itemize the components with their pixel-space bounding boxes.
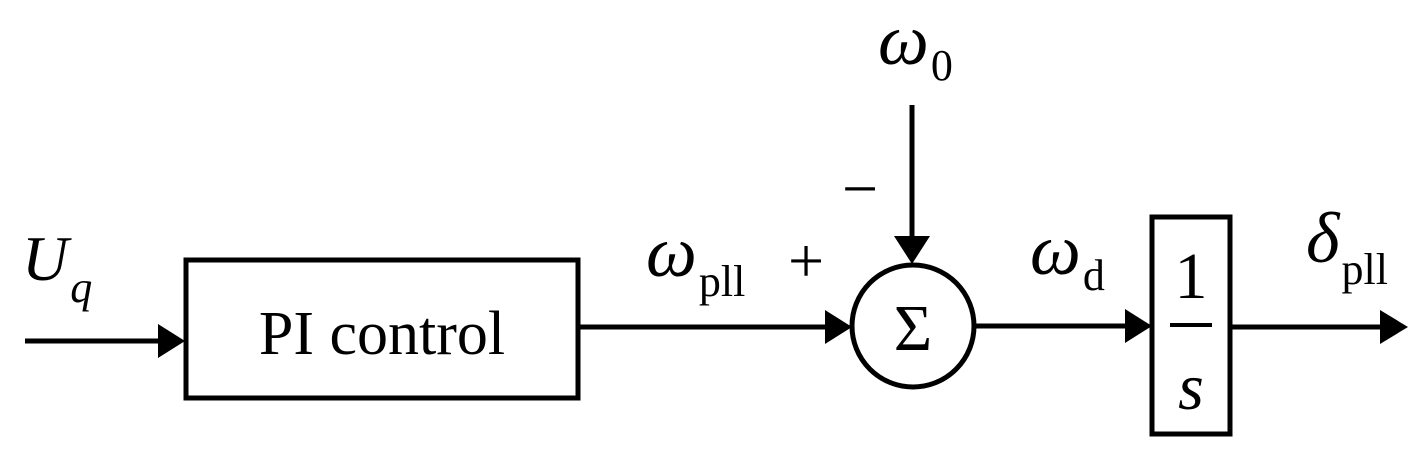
minus-sign: − xyxy=(842,153,878,224)
omega-d-label: ωd xyxy=(1030,210,1105,300)
pi-control-label: PI control xyxy=(259,300,505,368)
output-arrowhead xyxy=(1380,310,1408,344)
omega-d-arrowhead xyxy=(1125,309,1152,343)
omega-0-label: ω0 xyxy=(878,0,953,90)
input-label-uq: Uq xyxy=(22,223,92,312)
omega-pll-label: ωpll xyxy=(646,212,745,306)
integrator-numerator: 1 xyxy=(1175,240,1208,313)
input-arrowhead xyxy=(158,324,185,358)
omega-0-arrowhead xyxy=(894,236,930,264)
delta-pll-label: δpll xyxy=(1306,198,1388,294)
summing-symbol: Σ xyxy=(894,292,932,365)
integrator-denominator: s xyxy=(1178,351,1204,424)
plus-sign: + xyxy=(788,225,824,296)
omega-pll-arrowhead xyxy=(825,310,852,344)
